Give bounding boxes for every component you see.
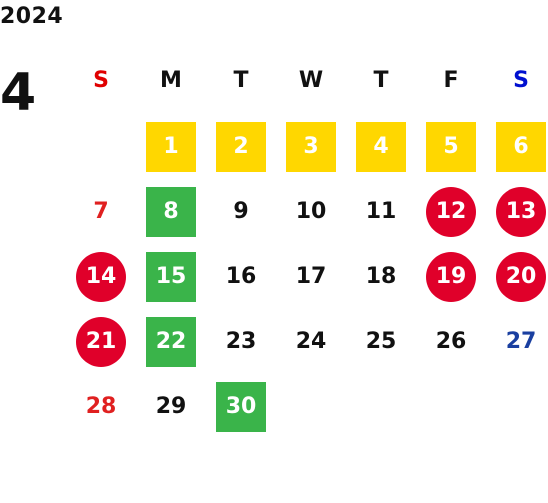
day-number: 10 xyxy=(295,199,327,224)
day-number: 18 xyxy=(365,264,397,289)
day-number: 12 xyxy=(426,186,476,237)
day-number: 13 xyxy=(496,186,546,237)
weekday-header: S xyxy=(513,67,529,93)
day-number: 29 xyxy=(155,394,187,419)
day-cell[interactable]: 4 xyxy=(346,114,416,179)
day-number: 23 xyxy=(225,329,257,354)
day-cell[interactable]: 18 xyxy=(346,244,416,309)
day-cell[interactable]: 6 xyxy=(486,114,548,179)
weekday-header: T xyxy=(373,67,389,93)
day-number: 25 xyxy=(365,329,397,354)
day-cell[interactable]: 14 xyxy=(66,244,136,309)
day-cell[interactable]: 30 xyxy=(206,374,276,439)
day-number: 16 xyxy=(225,264,257,289)
day-number: 11 xyxy=(365,199,397,224)
day-number: 20 xyxy=(496,251,546,302)
day-cell[interactable]: 25 xyxy=(346,309,416,374)
day-cell[interactable]: 11 xyxy=(346,179,416,244)
weekday-header: M xyxy=(160,67,182,93)
day-number: 21 xyxy=(76,316,126,367)
day-cell[interactable]: 21 xyxy=(66,309,136,374)
day-cell[interactable]: 23 xyxy=(206,309,276,374)
day-number: 17 xyxy=(295,264,327,289)
day-number: 8 xyxy=(146,186,196,237)
day-cell[interactable]: 20 xyxy=(486,244,548,309)
day-number: 19 xyxy=(426,251,476,302)
day-number: 28 xyxy=(85,394,117,419)
weekday-header: S xyxy=(93,67,109,93)
day-number: 15 xyxy=(146,251,196,302)
day-cell[interactable]: 7 xyxy=(66,179,136,244)
empty-day-cell xyxy=(66,114,136,179)
day-number: 2 xyxy=(216,121,266,172)
day-number: 3 xyxy=(286,121,336,172)
weekday-header: W xyxy=(298,67,324,93)
day-number: 30 xyxy=(216,381,266,432)
day-number: 14 xyxy=(76,251,126,302)
day-cell[interactable]: 9 xyxy=(206,179,276,244)
day-cell[interactable]: 5 xyxy=(416,114,486,179)
day-number: 9 xyxy=(233,199,249,224)
day-number: 6 xyxy=(496,121,546,172)
day-cell[interactable]: 22 xyxy=(136,309,206,374)
day-number: 24 xyxy=(295,329,327,354)
day-number: 1 xyxy=(146,121,196,172)
day-cell[interactable]: 8 xyxy=(136,179,206,244)
day-cell[interactable]: 28 xyxy=(66,374,136,439)
day-cell[interactable]: 3 xyxy=(276,114,346,179)
day-number: 5 xyxy=(426,121,476,172)
day-number: 7 xyxy=(93,199,109,224)
weekday-header: F xyxy=(443,67,459,93)
day-cell[interactable]: 16 xyxy=(206,244,276,309)
day-number: 4 xyxy=(356,121,406,172)
day-number: 22 xyxy=(146,316,196,367)
calendar-year: 2024 xyxy=(0,4,64,29)
day-number: 27 xyxy=(505,329,537,354)
day-cell[interactable]: 29 xyxy=(136,374,206,439)
weekday-header: T xyxy=(233,67,249,93)
day-cell[interactable]: 1 xyxy=(136,114,206,179)
day-cell[interactable]: 12 xyxy=(416,179,486,244)
day-cell[interactable]: 27 xyxy=(486,309,548,374)
day-cell[interactable]: 24 xyxy=(276,309,346,374)
day-cell[interactable]: 26 xyxy=(416,309,486,374)
day-cell[interactable]: 2 xyxy=(206,114,276,179)
day-cell[interactable]: 17 xyxy=(276,244,346,309)
calendar-month: 4 xyxy=(0,63,37,123)
day-number: 26 xyxy=(435,329,467,354)
day-cell[interactable]: 19 xyxy=(416,244,486,309)
day-cell[interactable]: 13 xyxy=(486,179,548,244)
day-cell[interactable]: 10 xyxy=(276,179,346,244)
day-cell[interactable]: 15 xyxy=(136,244,206,309)
